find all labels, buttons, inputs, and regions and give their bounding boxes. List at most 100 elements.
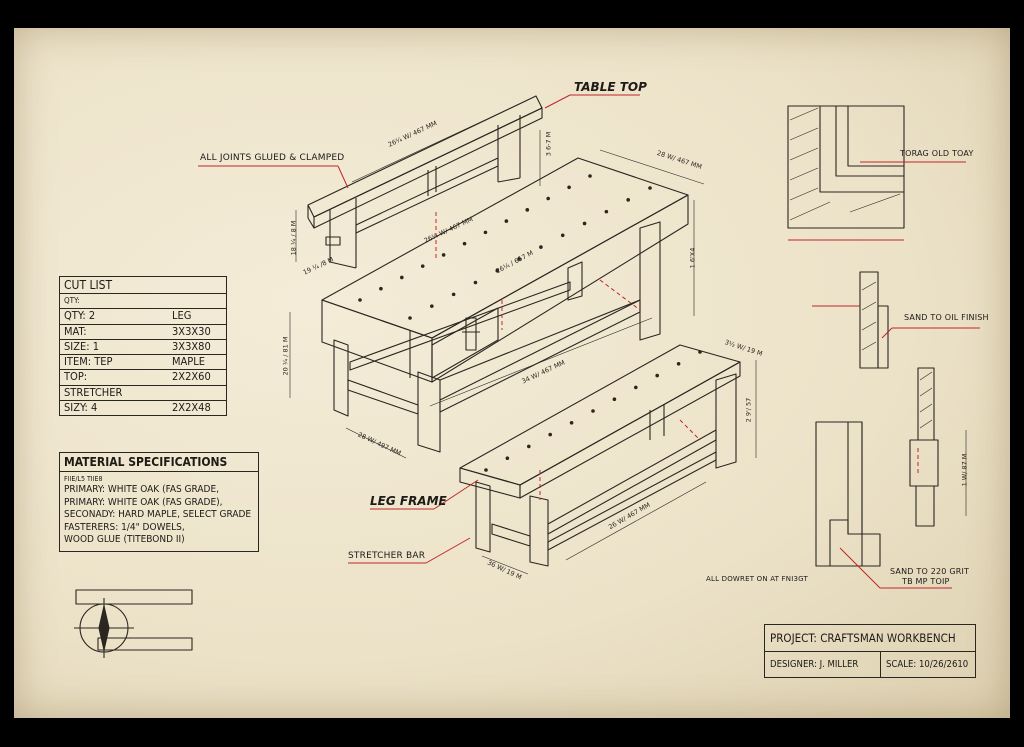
callout-sand-220: SAND TO 220 GRIT bbox=[890, 567, 970, 576]
material-spec-line: WOOD GLUE (TITEBOND II) bbox=[64, 534, 185, 545]
dog-hole bbox=[626, 198, 630, 202]
scale-ruler-bottom bbox=[97, 637, 193, 651]
scale-field: SCALE: 10/26/2610 bbox=[886, 659, 969, 670]
dim-rail-height: 3 6-7 M bbox=[544, 131, 553, 157]
dog-hole bbox=[546, 196, 550, 201]
material-specs-title: MATERIAL SPECIFICATIONS bbox=[60, 453, 258, 472]
dog-hole bbox=[504, 219, 509, 223]
cut-list-value: LEG bbox=[172, 309, 192, 323]
callout-table-top: TABLE TOP bbox=[574, 80, 647, 94]
material-spec-line: FASTERERS: 1/4" DOWELS, bbox=[64, 521, 185, 533]
cut-list-value: 2X2X60 bbox=[172, 370, 211, 384]
title-block: PROJECT: CRAFTSMAN WORKBENCH DESIGNER: J… bbox=[764, 624, 976, 678]
cut-list-item: SIZY: 4 bbox=[64, 401, 98, 415]
joint-detail-bottom bbox=[815, 421, 881, 567]
dog-hole bbox=[451, 292, 456, 297]
cut-list-header: QTY: bbox=[60, 293, 226, 308]
dog-hole bbox=[379, 286, 383, 291]
callout-all-dowel: ALL DOWRET ON AT FNI3GT bbox=[706, 575, 808, 583]
dog-hole bbox=[420, 264, 425, 268]
material-spec-line: SECONADY: HARD MAPLE, SELECT GRADE bbox=[64, 509, 252, 520]
cut-list-row: MAT: 3X3X30 bbox=[60, 323, 226, 339]
dog-hole bbox=[430, 304, 434, 308]
dog-hole bbox=[604, 209, 609, 214]
dog-hole bbox=[495, 268, 500, 273]
cut-list-value bbox=[168, 386, 172, 400]
cut-list-item: MAT: bbox=[64, 324, 87, 338]
main-bench bbox=[321, 157, 689, 453]
dog-hole bbox=[527, 444, 531, 449]
dog-hole bbox=[634, 385, 638, 390]
dog-hole bbox=[358, 298, 362, 302]
dog-hole bbox=[588, 174, 592, 178]
cut-list-item: TOP: bbox=[64, 370, 88, 384]
dog-hole bbox=[648, 186, 652, 190]
cut-list-row: ITEM: TEP MAPLE bbox=[60, 354, 226, 369]
dog-hole bbox=[525, 208, 530, 212]
dowel-detail bbox=[909, 367, 939, 527]
dog-hole bbox=[483, 230, 488, 235]
callout-joints: ALL JOINTS GLUED & CLAMPED bbox=[200, 153, 345, 163]
material-spec-line: FIIE/L5 TIIE8 bbox=[64, 475, 103, 483]
dog-hole bbox=[517, 257, 521, 261]
cut-list-value: 3X3X30 bbox=[172, 324, 211, 338]
cut-list-row: STRETCHER bbox=[60, 384, 226, 400]
dog-hole bbox=[655, 373, 659, 378]
callout-sand-oil: SAND TO OIL FINISH bbox=[904, 313, 989, 322]
material-spec-line: PRIMARY: WHITE OAK (FAS GRADE, bbox=[64, 484, 219, 495]
cut-list-item: SIZE: 1 bbox=[64, 339, 100, 353]
dog-hole bbox=[473, 280, 478, 285]
dog-hole bbox=[569, 421, 574, 425]
dog-hole bbox=[462, 241, 467, 246]
cut-list-item: QTY: 2 bbox=[64, 309, 96, 323]
designer-field: DESIGNER: J. MILLER bbox=[765, 652, 881, 677]
dog-hole bbox=[591, 409, 595, 413]
joint-detail-top bbox=[787, 105, 905, 241]
cut-list-row: TOP: 2X2X60 bbox=[60, 369, 226, 384]
dog-hole bbox=[548, 432, 552, 437]
callout-tb-mp: TB MP TOIP bbox=[902, 577, 950, 586]
cut-list-title: CUT LIST bbox=[64, 278, 113, 292]
scale-ruler-top bbox=[75, 589, 193, 605]
dog-hole bbox=[698, 350, 702, 354]
cut-list-value: 2X2X48 bbox=[172, 401, 211, 415]
material-spec-line: PRIMARY: WHITE OAK (FAS GRADE), bbox=[64, 496, 223, 508]
dim-leg-height: 1 6'X4 bbox=[688, 247, 697, 269]
project-title: PROJECT: CRAFTSMAN WORKBENCH bbox=[765, 625, 975, 652]
dog-hole bbox=[484, 468, 488, 472]
dim-rail-leg: 18 ¼ / 8 M bbox=[289, 220, 298, 256]
cut-list-item: STRETCHER bbox=[64, 385, 123, 399]
dog-hole bbox=[560, 233, 565, 238]
dim-dowel: 1 W/ 87 M bbox=[960, 453, 969, 487]
joint-detail-middle bbox=[859, 271, 889, 369]
dog-hole bbox=[582, 221, 587, 226]
rail-assembly bbox=[307, 95, 543, 269]
dim-lower-height: 2 9'/ 57 bbox=[744, 397, 753, 423]
cut-list-value: 3X3X80 bbox=[172, 339, 211, 353]
dog-hole bbox=[612, 397, 617, 402]
cut-list-value: MAPLE bbox=[172, 355, 206, 369]
cut-list-row: SIZY: 4 2X2X48 bbox=[60, 400, 226, 415]
dog-hole bbox=[505, 456, 510, 461]
dog-hole bbox=[567, 185, 571, 190]
dog-hole bbox=[539, 245, 543, 249]
cut-list-item: ITEM: TEP bbox=[64, 355, 113, 369]
callout-stretcher-bar: STRETCHER BAR bbox=[348, 551, 426, 561]
callout-torag: TORAG OLD TOAY bbox=[900, 149, 974, 158]
cut-list-row: QTY: 2 LEG bbox=[60, 308, 226, 323]
dim-bench-height: 20 ¼ / 81 M bbox=[281, 336, 290, 376]
cut-list-row: SIZE: 1 3X3X80 bbox=[60, 338, 226, 354]
callout-leg-frame: LEG FRAME bbox=[370, 494, 447, 508]
lower-bench bbox=[459, 344, 741, 567]
compass bbox=[74, 598, 134, 658]
blueprint-sheet bbox=[14, 28, 1010, 718]
dog-hole bbox=[441, 253, 446, 257]
dog-hole bbox=[676, 362, 681, 366]
dog-hole bbox=[408, 316, 412, 320]
dog-hole bbox=[400, 275, 404, 280]
